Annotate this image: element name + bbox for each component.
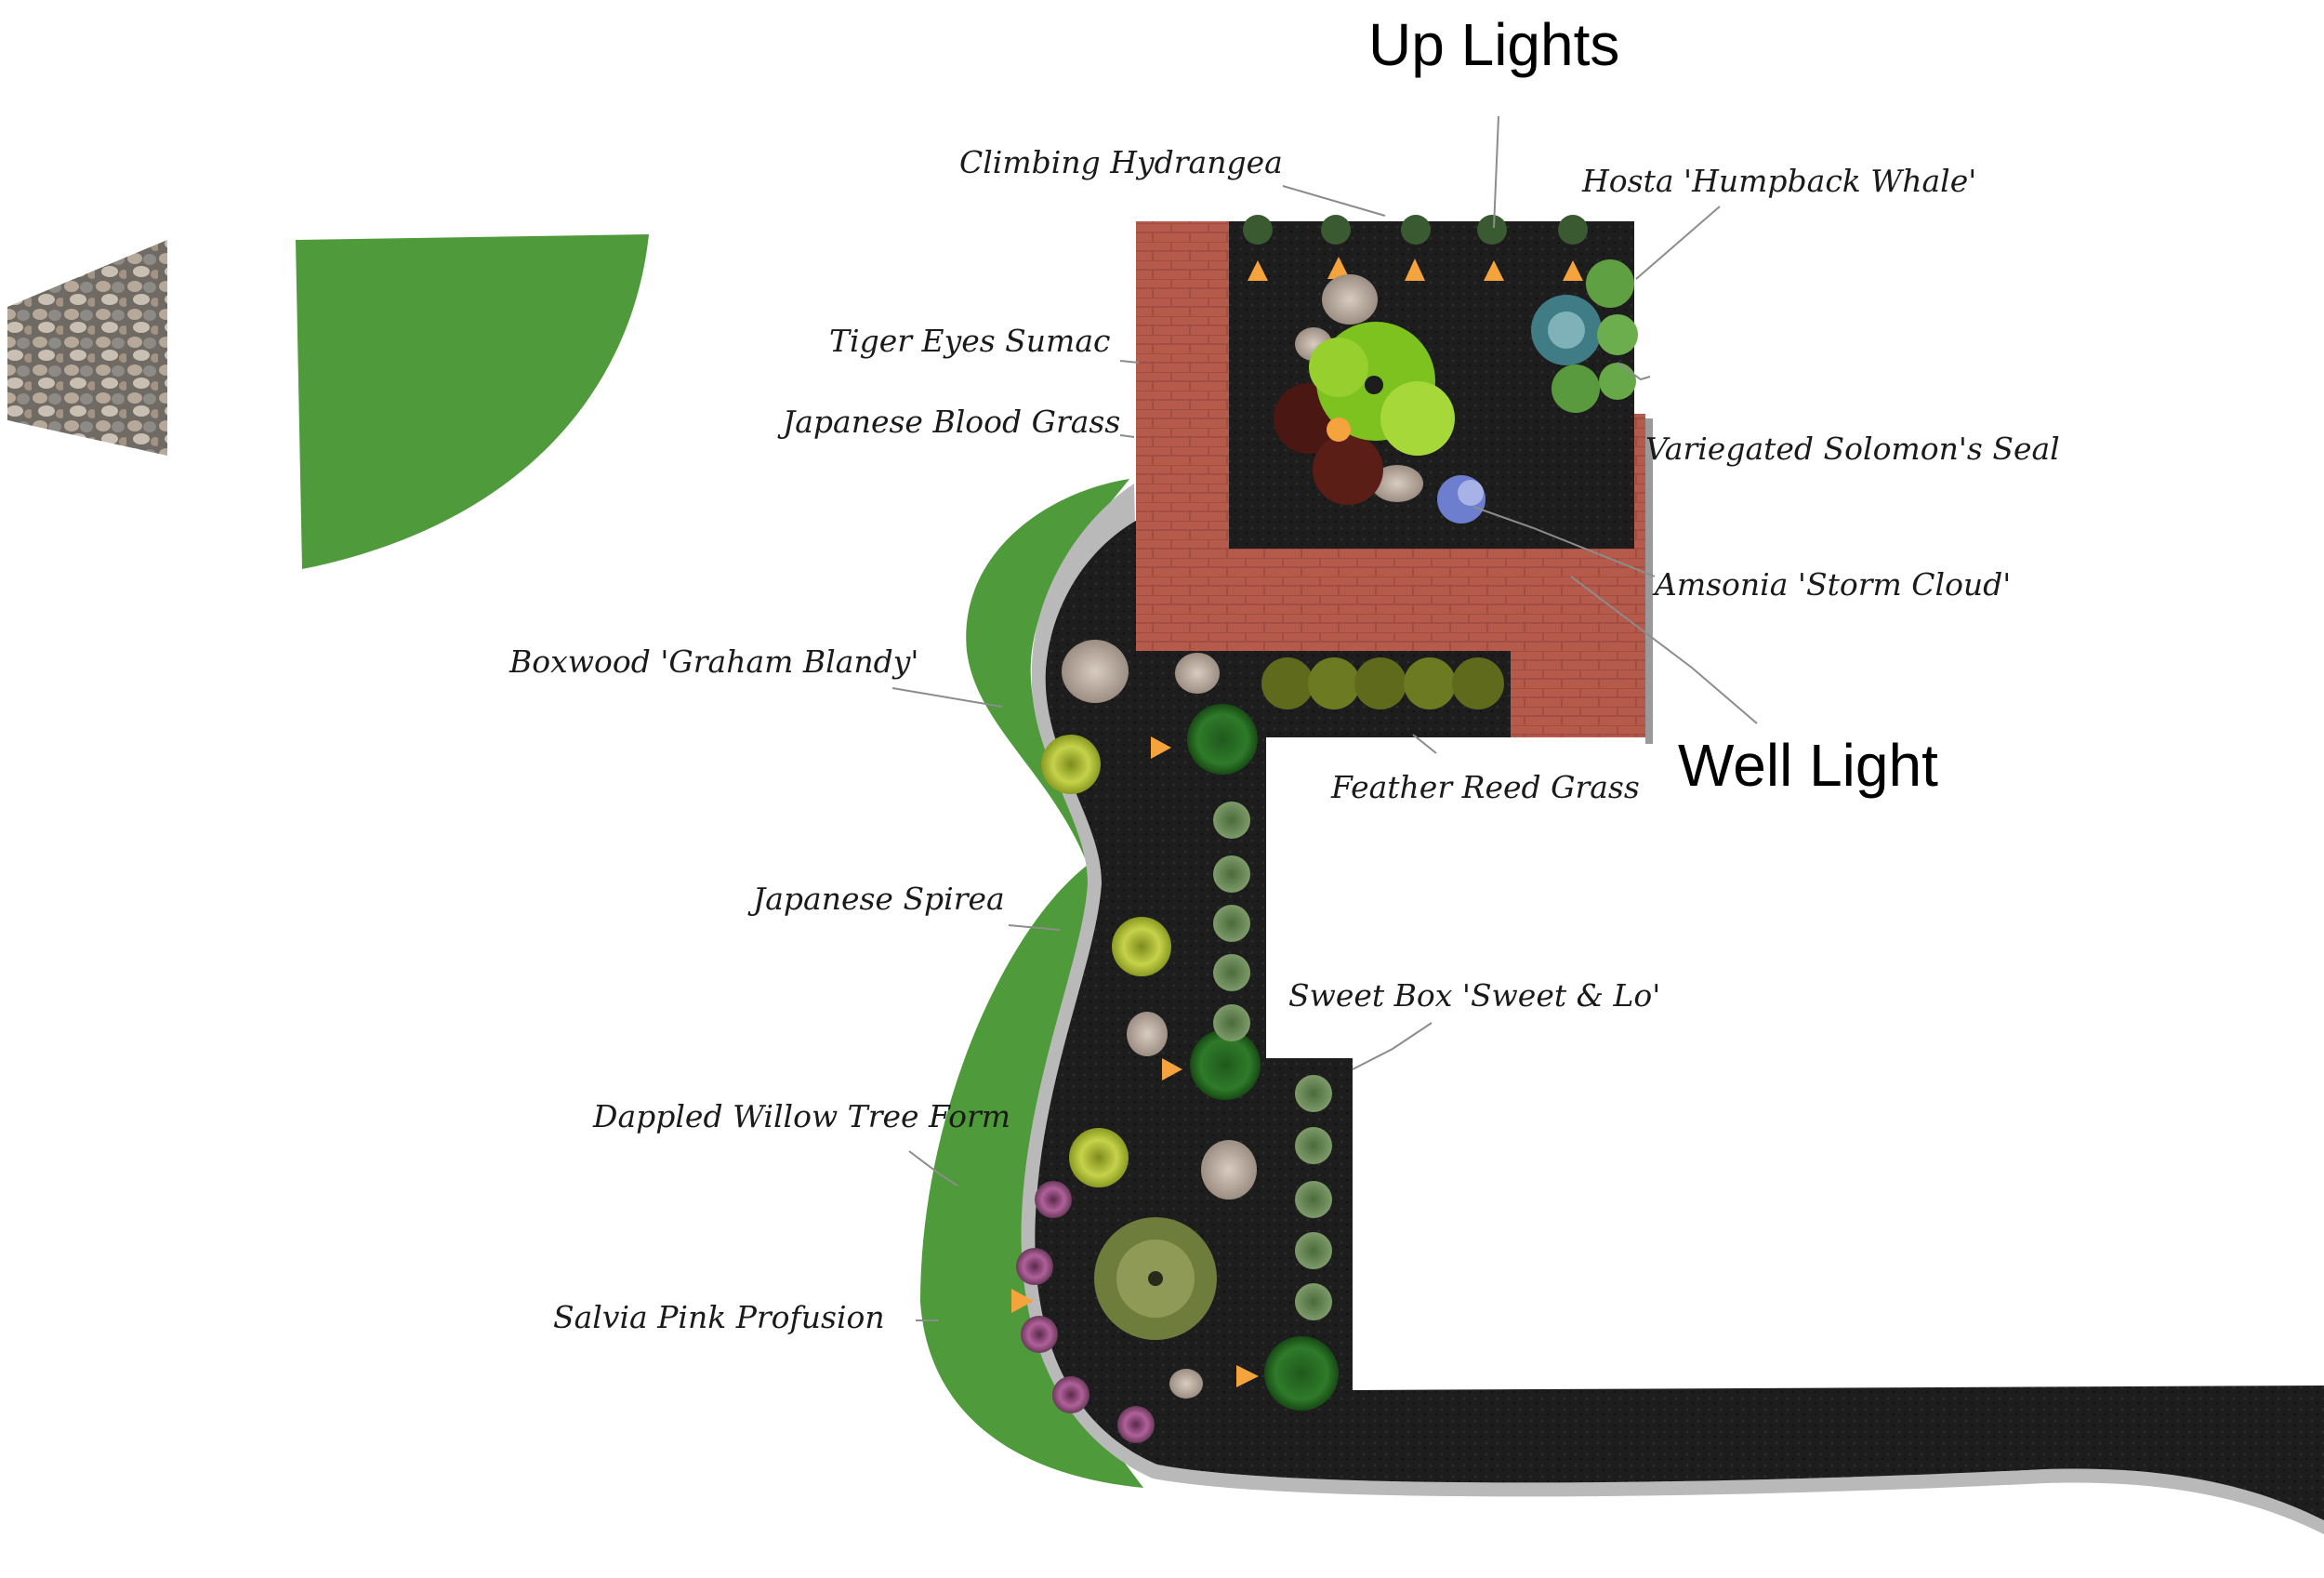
- sweet-box-row-upper: [1213, 802, 1250, 1041]
- spirea-shrub: [1041, 735, 1101, 794]
- boxwood-shrub: [1187, 704, 1258, 775]
- label-variegated-solomons-seal: Variegated Solomon's Seal: [1645, 431, 2060, 467]
- tiger-eyes-sumac-plant: [1309, 322, 1455, 456]
- bed-light-markers: [1011, 736, 1259, 1387]
- boulder: [1371, 465, 1423, 502]
- sweet-box-row-lower: [1295, 1075, 1332, 1320]
- label-dappled-willow: Dappled Willow Tree Form: [592, 1098, 1010, 1134]
- boxwood-shrub: [1190, 1029, 1261, 1100]
- hosta-plant: [1531, 295, 1602, 365]
- boxwood-shrub: [1264, 1336, 1339, 1411]
- label-salvia: Salvia Pink Profusion: [553, 1299, 885, 1335]
- up-light-markers: [1248, 257, 1583, 281]
- label-japanese-spirea: Japanese Spirea: [747, 881, 1005, 917]
- lawn-strip: [920, 479, 1143, 1488]
- feather-reed-grass-row: [1261, 657, 1504, 709]
- boulder: [1127, 1012, 1168, 1056]
- label-japanese-blood-grass: Japanese Blood Grass: [777, 404, 1120, 440]
- well-light-marker: [1327, 418, 1351, 442]
- label-sweet-box: Sweet Box 'Sweet & Lo': [1288, 977, 1660, 1014]
- boulder: [1175, 653, 1220, 694]
- salvia-plants: [1016, 1181, 1155, 1443]
- label-well-light: Well Light: [1678, 732, 1938, 799]
- label-boxwood: Boxwood 'Graham Blandy': [508, 643, 919, 680]
- boulder: [1169, 1369, 1203, 1399]
- wall-shadow: [1645, 418, 1653, 744]
- leader-lines: [891, 115, 1758, 1321]
- river-stone-patch: [7, 240, 167, 456]
- label-up-lights: Up Lights: [1368, 11, 1619, 78]
- spirea-shrub: [1112, 917, 1171, 976]
- lawn-patch-left: [296, 234, 649, 569]
- spirea-shrub: [1069, 1128, 1129, 1187]
- brick-wall-bottom: [1136, 549, 1526, 651]
- boulder: [1322, 274, 1378, 325]
- boulder: [1201, 1140, 1257, 1200]
- label-climbing-hydrangea: Climbing Hydrangea: [959, 144, 1283, 180]
- amsonia-plant: [1437, 475, 1486, 524]
- variegated-solomons-seal-plant: [1552, 259, 1638, 413]
- label-tiger-eyes-sumac: Tiger Eyes Sumac: [829, 323, 1110, 359]
- label-amsonia: Amsonia 'Storm Cloud': [1652, 566, 2011, 603]
- dappled-willow-tree: [1094, 1217, 1217, 1340]
- mulch-bed: [1035, 521, 2324, 1520]
- label-hosta: Hosta 'Humpback Whale': [1581, 163, 1976, 199]
- climbing-hydrangea-group: [1243, 215, 1588, 245]
- label-feather-reed-grass: Feather Reed Grass: [1330, 769, 1640, 805]
- boulder: [1062, 640, 1129, 703]
